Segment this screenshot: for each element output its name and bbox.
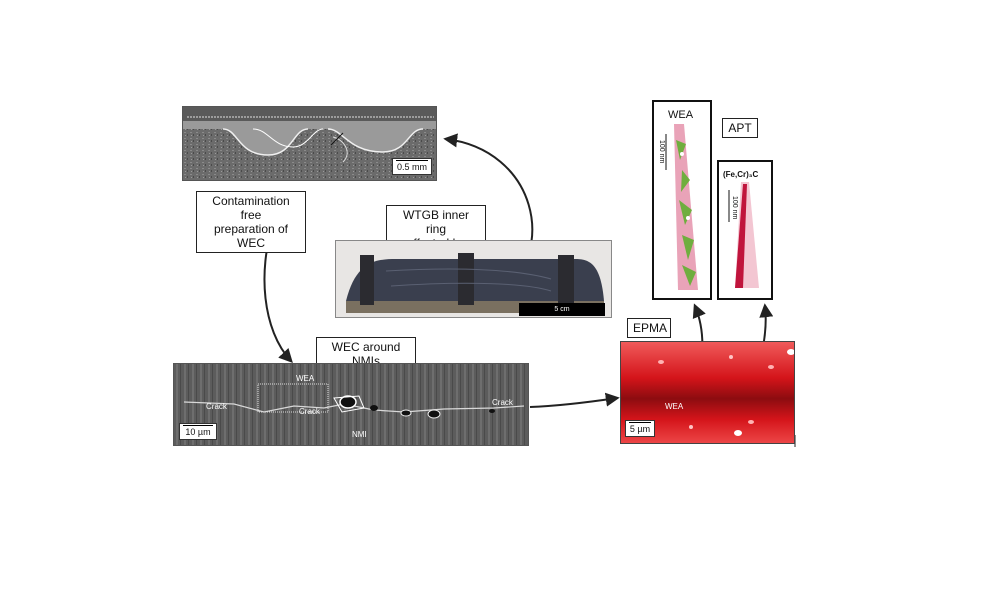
ring-photo-image (336, 241, 611, 317)
sem-nmi-label: NMI (352, 430, 367, 439)
sem-crack-right-label: Crack (492, 398, 513, 407)
arrow-sem-to-epma (529, 392, 620, 408)
scale-bar-epma: 5 µm (625, 420, 655, 437)
contamination-label-line2: preparation of WEC (213, 222, 289, 250)
wea-tip-image (665, 124, 698, 290)
wea-apt-frame: WEA 100 nm (652, 100, 712, 300)
epma-label: EPMA (627, 318, 671, 338)
scale-bar-top: 0.5 mm (392, 158, 432, 175)
wea-tip-scale-label: 100 nm (658, 140, 665, 164)
sem-crack-mid-label: Crack (299, 407, 320, 416)
apt-label-text: APT (728, 121, 752, 135)
cross-section-micrograph: 0.5 mm (182, 106, 437, 181)
carbide-tip-image (728, 182, 759, 288)
scale-bar-epma-label: 5 µm (629, 424, 651, 434)
epma-wea-label: WEA (665, 402, 684, 411)
carbide-apt-title: (Fe,Cr)₃C (723, 170, 759, 179)
scale-bar-sem: 10 µm (179, 423, 217, 440)
contamination-label: Contamination free preparation of WEC (196, 191, 306, 253)
wea-apt-title: WEA (668, 109, 694, 121)
carbide-apt-frame: (Fe,Cr)₃C 100 nm (717, 160, 773, 300)
scale-bar-sem-label: 10 µm (185, 427, 211, 437)
apt-label: APT (722, 118, 758, 138)
sem-crack-left-label: Crack (206, 402, 227, 411)
scale-bar-ring: 5 cm (519, 303, 605, 316)
wtgb-label-line1: WTGB inner ring (402, 208, 469, 236)
scale-bar-top-label: 0.5 mm (396, 162, 427, 172)
ring-photograph: 5 cm (335, 240, 612, 318)
contamination-label-line1: Contamination free (212, 194, 290, 222)
epma-label-text: EPMA (633, 321, 668, 335)
sem-wea-label: WEA (296, 374, 315, 383)
sem-image (174, 364, 528, 445)
scale-bar-ring-label: 5 cm (554, 306, 570, 313)
epma-map: WEA 5 µm (620, 341, 795, 444)
carbide-tip-scale-label: 100 nm (731, 196, 738, 220)
sem-micrograph: WEA Crack Crack Crack NMI 10 µm (173, 363, 529, 446)
